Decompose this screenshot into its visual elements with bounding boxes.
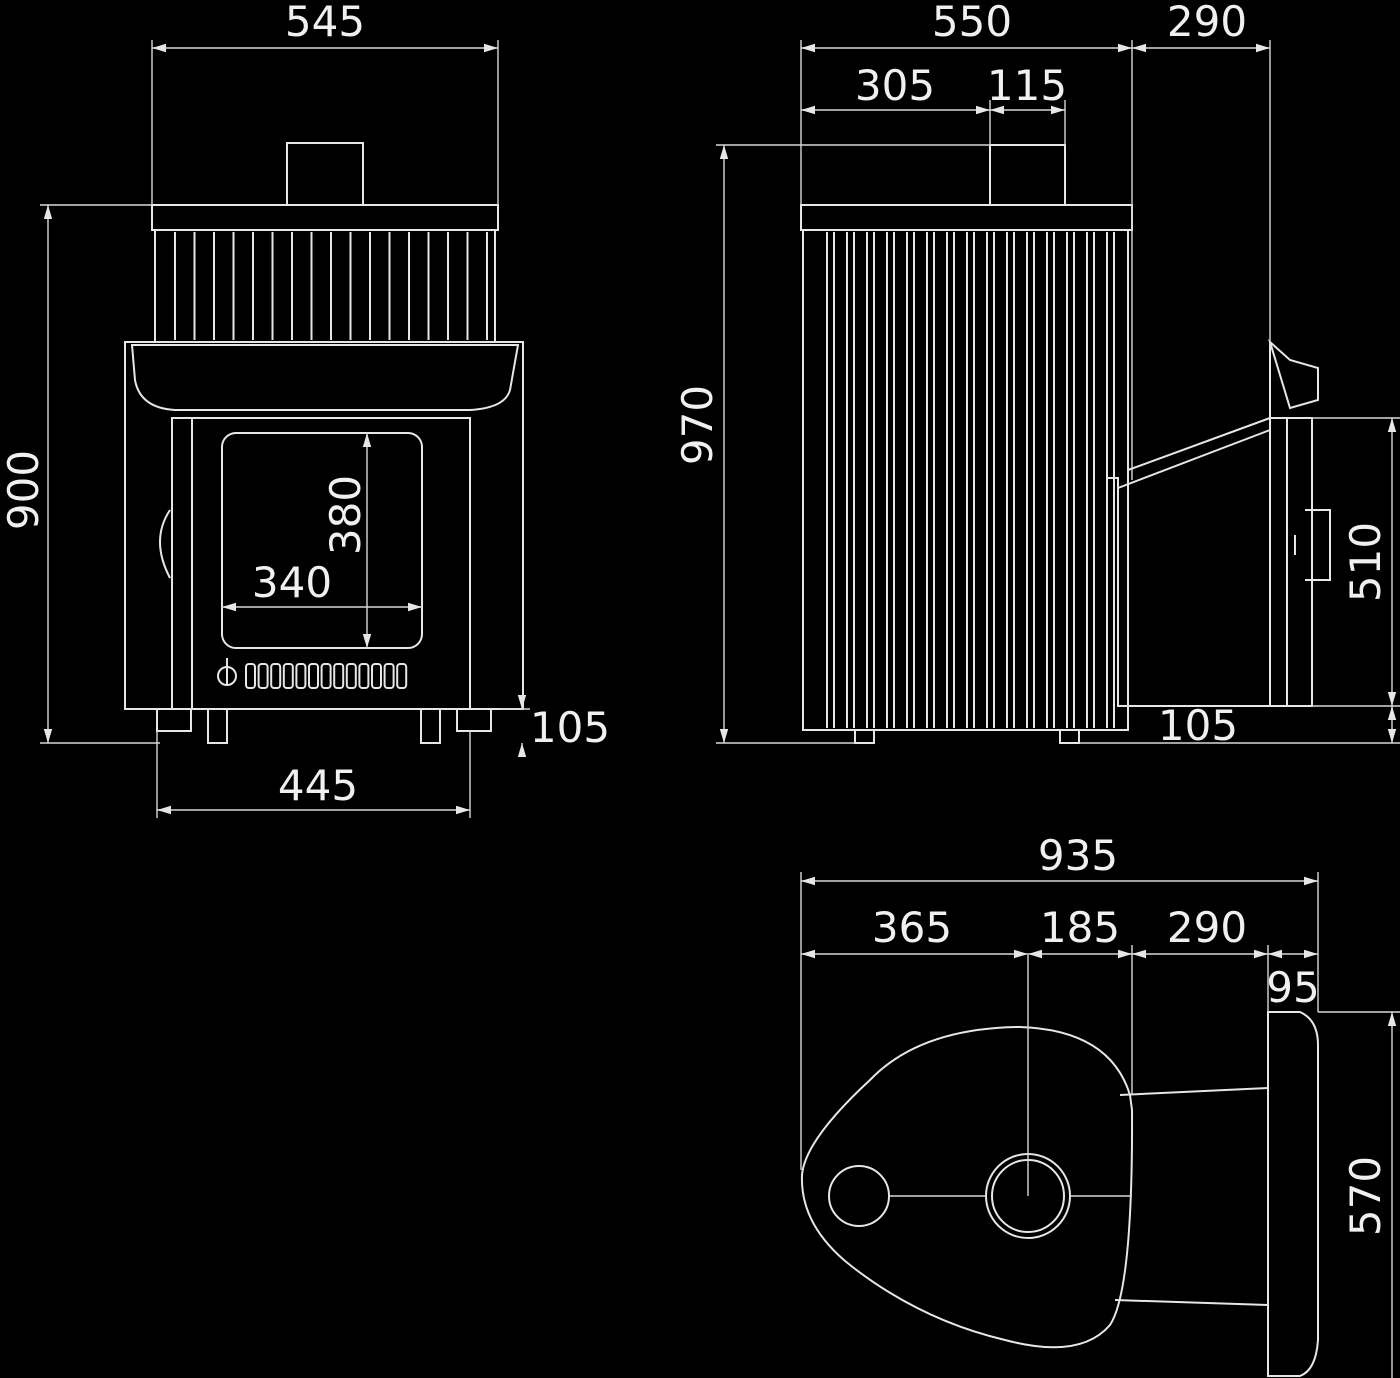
front-ribs: [174, 232, 488, 340]
dim-side-leg: 105: [1158, 701, 1238, 750]
vent-slot: [383, 663, 395, 689]
vent-slot: [371, 663, 382, 689]
dim-door-width: 340: [252, 558, 332, 607]
vent-slot: [358, 663, 370, 689]
vent-slot: [320, 663, 332, 689]
dim-top-flange: 95: [1266, 963, 1319, 1012]
dim-side-chimney-width: 115: [987, 61, 1067, 110]
dim-top-seg-c: 290: [1167, 903, 1247, 952]
dim-top-seg-a: 365: [872, 903, 952, 952]
dim-front-leg: 105: [530, 703, 610, 752]
dim-side-tunnel-height: 510: [1341, 522, 1390, 602]
vent-slot: [333, 663, 345, 689]
air-vent-slots: [245, 663, 408, 689]
dim-side-depth: 550: [932, 0, 1012, 46]
dim-side-height: 970: [673, 385, 722, 465]
dim-top-width: 570: [1341, 1156, 1390, 1236]
dim-side-chimney-offset: 305: [855, 61, 935, 110]
vent-slot: [295, 663, 307, 689]
vent-slot: [270, 663, 282, 689]
dim-side-offset: 290: [1167, 0, 1247, 46]
vent-slot: [245, 663, 256, 689]
dim-top-seg-b: 185: [1040, 903, 1120, 952]
vent-slot: [282, 663, 294, 689]
dim-front-width-top: 545: [285, 0, 365, 46]
vent-slot: [345, 663, 357, 689]
dim-door-height: 380: [321, 475, 370, 555]
dim-front-base: 445: [278, 761, 358, 810]
vent-slot: [308, 663, 319, 689]
side-view: 550 290 305 115 970 510 105: [673, 0, 1400, 750]
vent-slot: [396, 663, 408, 689]
side-ribs: [826, 232, 1115, 728]
front-view: 545 900 380 340 105 445: [0, 0, 610, 818]
dim-top-length: 935: [1038, 831, 1118, 880]
dim-front-height: 900: [0, 450, 48, 530]
top-view: 935 365 185 290 95 570: [800, 831, 1400, 1378]
vent-slot: [257, 663, 269, 689]
